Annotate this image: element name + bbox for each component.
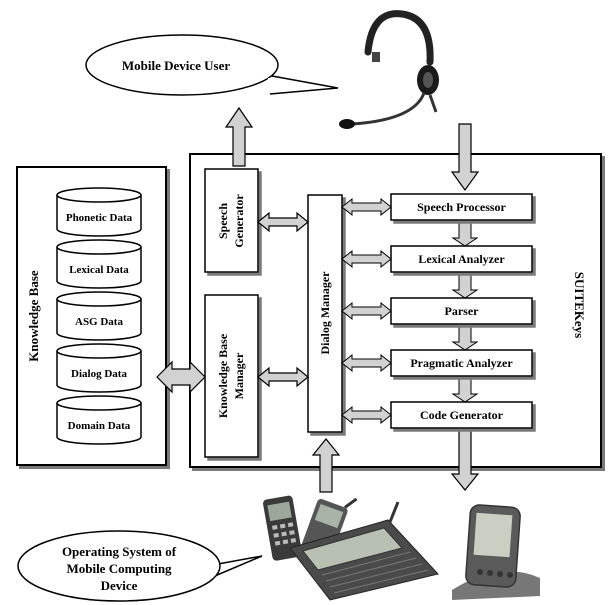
pipeline-connector-arrow [451,271,479,299]
data-store-label: Lexical Data [69,264,129,276]
operating-system-callout: Operating System of Mobile Computing Dev… [17,530,263,602]
headset-icon [339,10,439,129]
pda-icon [452,504,540,600]
kb-manager-dialog-arrow [257,366,309,388]
data-store-2: ASG Data [56,291,142,341]
speech-generator-box: Speech Generator [204,168,259,273]
pipeline-stage-label: Code Generator [420,408,504,422]
data-store-label: Domain Data [68,420,131,432]
suitekeys-title: SUITEKeys [572,272,587,338]
data-store-0: Phonetic Data [56,187,142,237]
kb-manager-label-line2: Manager [232,352,246,399]
pipeline-connector-arrow [451,219,479,247]
data-store-label: ASG Data [75,316,123,328]
phone-icon [263,495,303,561]
knowledge-base-title: Knowledge Base [26,270,41,362]
dialog-manager-box: Dialog Manager [307,194,343,433]
pipeline-stage-1: Lexical Analyzer [390,245,533,273]
mobile-device-user-callout: Mobile Device User [85,34,339,96]
dialog-manager-label: Dialog Manager [318,271,332,355]
mobile-device-user-label: Mobile Device User [122,58,231,73]
kb-double-arrow [156,360,206,394]
pipeline-stage-4: Code Generator [390,401,533,429]
speech-generator-label-line1: Speech [216,203,230,239]
pipeline-connector-arrow [451,323,479,351]
os-callout-line3: Device [101,578,138,593]
data-store-1: Lexical Data [56,239,142,289]
os-callout-line1: Operating System of [62,544,177,559]
pipeline-stage-label: Lexical Analyzer [418,252,505,266]
down-arrow-from-headset [450,123,480,192]
os-callout-line2: Mobile Computing [66,561,172,576]
up-arrow-to-user [224,106,254,167]
communicator-device-icon [289,501,439,601]
mobile-devices-picture [263,495,540,601]
knowledge-base-manager-box: Knowledge Base Manager [204,294,259,458]
speech-generator-label-line2: Generator [232,194,246,248]
kb-manager-label-line1: Knowledge Base [216,333,230,418]
pipeline-stage-label: Parser [445,304,480,318]
data-store-label: Phonetic Data [66,212,133,224]
data-store-label: Dialog Data [71,368,127,380]
data-store-3: Dialog Data [56,343,142,393]
pipeline-connector-arrow [451,375,479,403]
pipeline-stage-label: Speech Processor [417,200,506,214]
pipeline-stage-label: Pragmatic Analyzer [410,356,513,370]
up-arrow-from-os [311,438,341,493]
pipeline-stage-2: Parser [390,297,533,325]
data-store-4: Domain Data [56,395,142,445]
pipeline-stage-0: Speech Processor [390,193,533,221]
speech-generator-dialog-arrow [257,211,309,233]
down-arrow-to-device [450,428,480,491]
pipeline-stage-3: Pragmatic Analyzer [390,349,533,377]
